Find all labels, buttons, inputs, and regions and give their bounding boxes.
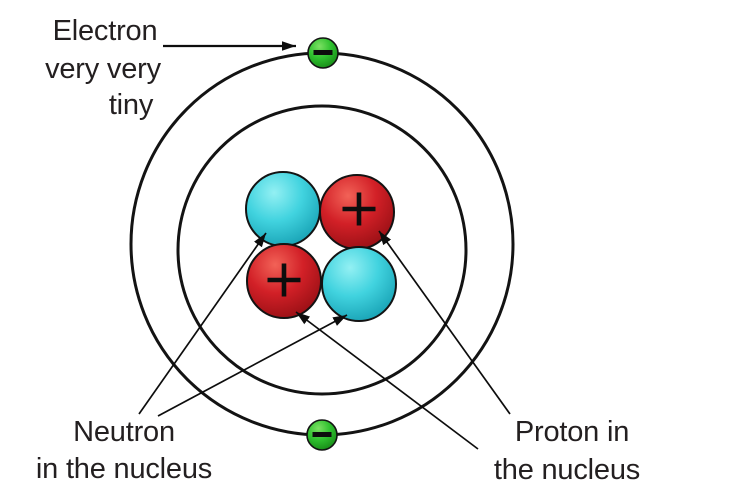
electron-orbit-outer: [129, 51, 515, 437]
electron-label-line-2: very very: [45, 53, 162, 85]
proton-label-line-1: Proton in: [515, 416, 629, 448]
neutron-label-line-1: Neutron: [73, 416, 175, 448]
neutron-label-line-2: in the nucleus: [36, 453, 212, 485]
plus-icon: [342, 192, 376, 226]
neutron-sphere-top-left: [245, 171, 321, 247]
proton-label-line-2: the nucleus: [494, 454, 640, 486]
neutron-sphere-bottom-right: [321, 246, 397, 322]
pointer-line-neutron-top-left: [138, 232, 267, 415]
plus-icon: [267, 263, 301, 297]
pointer-line-neutron-bottom-right: [157, 314, 348, 417]
electron-label-line-3: tiny: [109, 89, 154, 121]
electron-label-line-1: Electron: [53, 15, 158, 47]
pointer-line-proton-bottom-left: [295, 311, 479, 450]
pointer-line-proton-top-right: [378, 230, 511, 415]
electron-orbit-inner: [176, 104, 468, 396]
